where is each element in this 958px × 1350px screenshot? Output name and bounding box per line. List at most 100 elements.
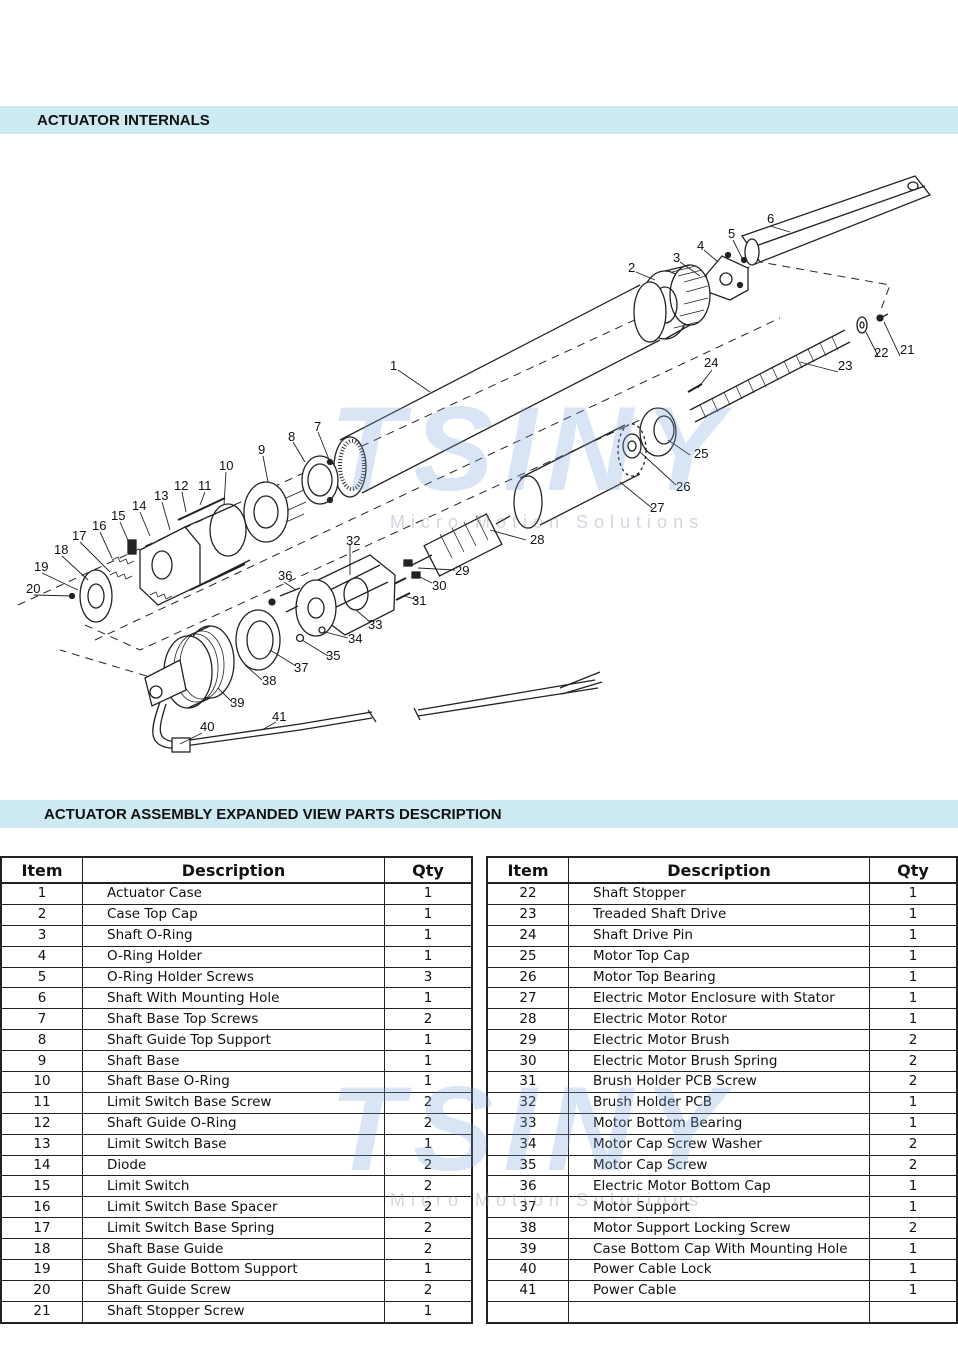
cell-qty: 2 — [384, 1008, 473, 1031]
section-header-internals: ACTUATOR INTERNALS — [0, 106, 958, 134]
cell-qty: 2 — [869, 1133, 958, 1156]
cell-item: 17 — [0, 1217, 83, 1240]
cell-item: 38 — [486, 1217, 569, 1240]
limit-switch-assembly — [68, 497, 251, 623]
shaft-guide-top-support — [301, 455, 339, 505]
cell-qty: 1 — [384, 987, 473, 1010]
callout-40: 40 — [200, 719, 214, 734]
callout-31: 31 — [412, 593, 426, 608]
callout-37: 37 — [294, 660, 308, 675]
cell-qty: 2 — [384, 1238, 473, 1261]
callout-5: 5 — [728, 226, 735, 241]
cell-qty: 1 — [384, 1259, 473, 1281]
cell-item: 2 — [0, 903, 83, 926]
callout-13: 13 — [154, 488, 168, 503]
cell-item: 24 — [486, 924, 569, 947]
cell-item: 7 — [0, 1008, 83, 1031]
cell-qty: 1 — [869, 1175, 958, 1198]
cell-item: 33 — [486, 1112, 569, 1135]
cell-item: 18 — [0, 1238, 83, 1261]
callout-18: 18 — [54, 542, 68, 557]
cell-description: Shaft Stopper — [568, 882, 870, 905]
cell-qty: 1 — [384, 903, 473, 926]
cell-description: Shaft Guide Screw — [82, 1279, 385, 1302]
callout-numbers: 1 2 3 4 5 6 7 8 9 10 11 12 13 14 15 16 1… — [26, 211, 914, 734]
cell-description: Electric Motor Bottom Cap — [568, 1175, 870, 1198]
cell-item: 28 — [486, 1008, 569, 1031]
callout-leaders — [33, 225, 901, 745]
callout-26: 26 — [676, 479, 690, 494]
cell-item: 10 — [0, 1071, 83, 1093]
cell-description: Shaft Base O-Ring — [82, 1071, 385, 1093]
callout-33: 33 — [368, 617, 382, 632]
callout-10: 10 — [219, 458, 233, 473]
shaft-base-o-ring — [209, 503, 247, 557]
cell-item: 15 — [0, 1175, 83, 1198]
cell-item: 23 — [486, 903, 569, 926]
cell-qty: 1 — [869, 1091, 958, 1114]
cell-qty: 1 — [869, 1279, 958, 1302]
cell-item: 4 — [0, 945, 83, 968]
callout-36: 36 — [278, 568, 292, 583]
callout-9: 9 — [258, 442, 265, 457]
cell-description: Motor Top Cap — [568, 945, 870, 968]
column-header-item: Item — [0, 856, 83, 884]
case-bottom-cap — [144, 625, 235, 709]
callout-38: 38 — [262, 673, 276, 688]
table-header-row: Item Description Qty — [0, 856, 473, 884]
cell-description: Limit Switch — [82, 1175, 385, 1198]
cell-qty: 2 — [384, 1217, 473, 1240]
cell-qty: 2 — [384, 1175, 473, 1198]
cell-qty: 2 — [869, 1071, 958, 1093]
cell-description: Brush Holder PCB Screw — [568, 1071, 870, 1093]
cell-item: 8 — [0, 1029, 83, 1052]
cell-qty: 2 — [384, 1091, 473, 1114]
cell-item: 20 — [0, 1279, 83, 1302]
cell-description: Power Cable — [568, 1279, 870, 1302]
column-header-item: Item — [486, 856, 569, 884]
cell-description: Limit Switch Base Spring — [82, 1217, 385, 1240]
callout-34: 34 — [348, 631, 362, 646]
cell-item: 39 — [486, 1238, 569, 1261]
cell-item: 1 — [0, 882, 83, 905]
threaded-shaft-drive — [689, 329, 851, 423]
cell-qty: 1 — [869, 945, 958, 968]
column-header-qty: Qty — [384, 856, 473, 884]
cell-item: 3 — [0, 924, 83, 947]
callout-17: 17 — [72, 528, 86, 543]
cell-item: 12 — [0, 1112, 83, 1135]
cell-qty: 2 — [869, 1029, 958, 1052]
cell-qty: 1 — [384, 945, 473, 968]
table-header-row: Item Description Qty — [486, 856, 958, 884]
cell-qty: 1 — [869, 1008, 958, 1031]
cell-description: Shaft Stopper Screw — [82, 1300, 385, 1324]
cell-description: Shaft Guide Top Support — [82, 1029, 385, 1052]
cell-description: Case Bottom Cap With Mounting Hole — [568, 1238, 870, 1261]
cell-description: Diode — [82, 1154, 385, 1177]
callout-2: 2 — [628, 260, 635, 275]
cell-qty: 1 — [869, 966, 958, 989]
motor-cap-screws — [295, 626, 326, 643]
cell-description: Motor Bottom Bearing — [568, 1112, 870, 1135]
callout-8: 8 — [288, 429, 295, 444]
cell-item: 31 — [486, 1071, 569, 1093]
callout-19: 19 — [34, 559, 48, 574]
